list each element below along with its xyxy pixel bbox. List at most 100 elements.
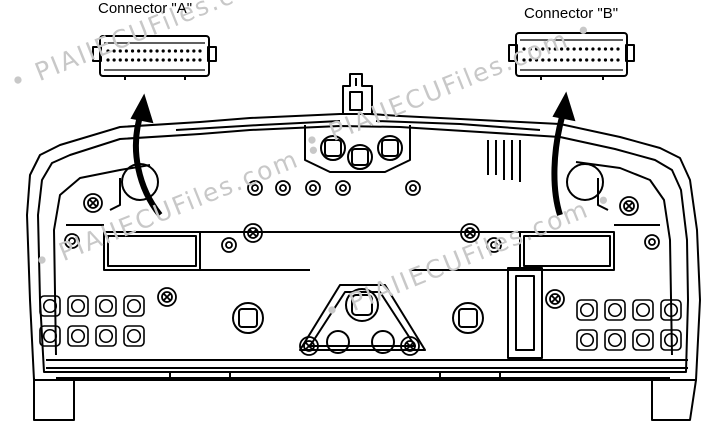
connector-b-pin: [603, 47, 608, 51]
screw: [460, 223, 480, 243]
connector-b-pin: [597, 58, 601, 62]
screw: [619, 196, 639, 216]
socket-right: [576, 299, 598, 321]
socket-right-ring: [635, 332, 651, 348]
connector-b-pin: [560, 47, 564, 51]
connector-a-pin: [106, 58, 110, 62]
connector-b-pin: [534, 58, 539, 62]
socket-right: [632, 329, 654, 351]
connector-a-label: Connector "A": [98, 0, 193, 17]
screw-slot: [405, 341, 415, 351]
mounting-hole-inner: [648, 238, 656, 246]
socket-right-ring: [607, 302, 623, 318]
socket-right: [604, 299, 626, 321]
socket-left: [95, 295, 117, 317]
connector-a-pin: [167, 49, 171, 53]
screw-slot: [248, 228, 258, 238]
cluster-housing: [26, 73, 701, 421]
connector-b-pin: [541, 58, 545, 62]
screw-slot: [624, 201, 634, 211]
connector-a-pin: [173, 49, 178, 53]
connector-a-pin: [130, 58, 135, 62]
socket-right: [604, 329, 626, 351]
socket-right: [632, 299, 654, 321]
socket-left-ring: [98, 298, 114, 314]
connector-b-pin: [585, 58, 589, 62]
connector-a-pin: [161, 49, 165, 53]
connector-b-pin: [585, 47, 589, 51]
connector-a-pin: [155, 58, 159, 62]
mounting-hole-inner: [251, 184, 259, 192]
connector-a-pin: [192, 58, 196, 62]
connector-b-pin: [578, 58, 583, 62]
connector-b-pin: [522, 47, 526, 51]
mounting-hole-inner: [490, 241, 498, 249]
connector-a-pin: [173, 58, 178, 62]
screw-head: [404, 340, 416, 352]
socket-right: [660, 329, 682, 351]
connector-b-label: Connector "B": [524, 5, 619, 22]
connector-a-pin: [143, 49, 147, 53]
mounting-hole-inner: [339, 184, 347, 192]
connector-a-pin: [198, 58, 202, 62]
screw-head: [549, 293, 561, 305]
mounting-hole: [305, 180, 321, 196]
screw-head: [247, 227, 259, 239]
connector-b-pin: [591, 58, 595, 62]
connector-b-pin: [528, 58, 532, 62]
connector-b-pin: [597, 47, 601, 51]
mounting-hole: [335, 180, 351, 196]
connector-b-pin: [566, 58, 570, 62]
socket-right-ring: [607, 332, 623, 348]
screw-slot: [550, 294, 560, 304]
socket-right-ring: [579, 332, 595, 348]
arrow-left: [130, 93, 163, 217]
connector-a-pin: [124, 58, 128, 62]
socket-right-ring: [663, 302, 679, 318]
connector-a-pin: [118, 58, 122, 62]
mounting-hole: [247, 180, 263, 196]
connector-b-pin: [616, 47, 620, 51]
screw: [299, 336, 319, 356]
connector-a-pin: [112, 58, 116, 62]
connector-b-pin: [528, 47, 532, 51]
mounting-hole-inner: [409, 184, 417, 192]
connector-a-pin: [118, 49, 122, 53]
socket-left: [39, 295, 61, 317]
connector-a-pin: [186, 58, 190, 62]
connector-a-pin: [192, 49, 196, 53]
mounting-hole: [486, 237, 502, 253]
connector-b-pin: [522, 58, 526, 62]
connector-a-pin: [106, 49, 110, 53]
connector-b-pin: [591, 47, 595, 51]
connector-a-drawing: [92, 35, 217, 80]
screw-head: [464, 227, 476, 239]
screw-head: [161, 291, 173, 303]
socket-left: [67, 325, 89, 347]
mounting-hole-inner: [279, 184, 287, 192]
socket-right-ring: [635, 302, 651, 318]
mounting-hole: [64, 233, 80, 249]
socket-left-ring: [98, 328, 114, 344]
connector-b-pin: [547, 58, 551, 62]
socket-left: [67, 295, 89, 317]
connector-a-pin: [155, 49, 159, 53]
screw: [400, 336, 420, 356]
mounting-hole: [405, 180, 421, 196]
screw: [243, 223, 263, 243]
connector-a-pin: [143, 58, 147, 62]
connector-a-pin: [149, 58, 153, 62]
screw: [83, 193, 103, 213]
connector-a-pin: [198, 49, 202, 53]
arrow-right: [551, 91, 576, 216]
socket-left-ring: [126, 298, 142, 314]
connector-a-pin: [167, 58, 171, 62]
connector-b-pin: [610, 58, 614, 62]
socket-left-ring: [126, 328, 142, 344]
screw-head: [623, 200, 635, 212]
mounting-hole-inner: [309, 184, 317, 192]
connector-b-pin: [553, 58, 557, 62]
socket-left-ring: [42, 328, 58, 344]
